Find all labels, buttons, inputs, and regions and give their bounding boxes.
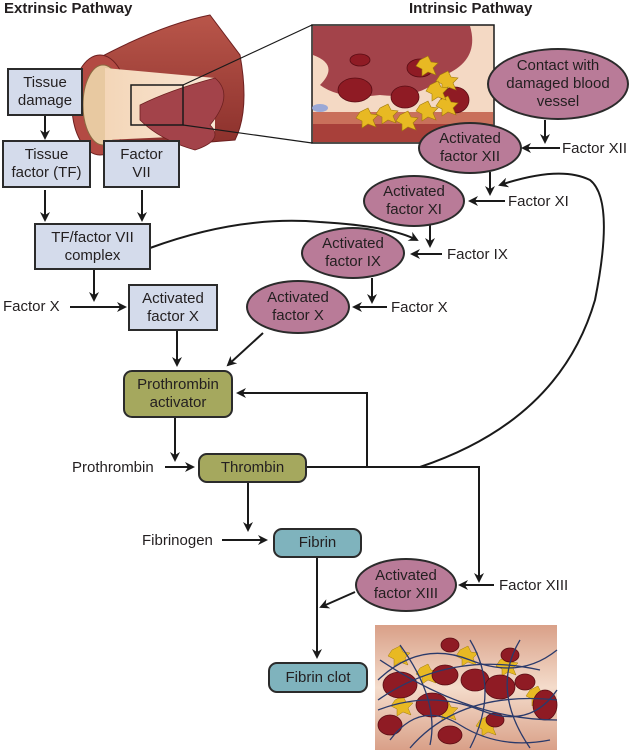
prothrombin-activator-node: Prothrombin activator (123, 370, 233, 418)
tissue-damage-node: Tissue damage (7, 68, 83, 116)
factor-x-left-label: Factor X (3, 298, 60, 315)
contact-damaged-vessel-node: Contact with damaged blood vessel (487, 48, 629, 120)
activated-factor-ix-node: Activated factor IX (301, 227, 405, 279)
activated-factor-xii-node: Activated factor XII (418, 122, 522, 174)
fibrin-clot-node: Fibrin clot (268, 662, 368, 693)
line-thrombin-to-activator (238, 392, 368, 467)
pathway-arrows (40, 116, 605, 659)
tf-factor-vii-complex-node: TF/factor VII complex (34, 223, 151, 270)
prothrombin-label: Prothrombin (72, 459, 154, 476)
platelets (355, 55, 459, 132)
line-thrombin-to-xiii (306, 466, 480, 580)
tissue-factor-node: Tissue factor (TF) (2, 140, 91, 188)
arrow-complex-to-factor-ix (149, 219, 419, 249)
factor-x-right-label: Factor X (391, 299, 448, 316)
factor-xi-label: Factor XI (508, 193, 569, 210)
fibrinogen-label: Fibrinogen (142, 532, 213, 549)
thrombin-node: Thrombin (198, 453, 307, 483)
activated-factor-xiii-node: Activated factor XIII (355, 558, 457, 612)
arrow-activated-x-to-prothrombin-activator-2 (226, 332, 264, 367)
activated-factor-xi-node: Activated factor XI (363, 175, 465, 227)
factor-vii-node: Factor VII (103, 140, 180, 188)
fibrin-node: Fibrin (273, 528, 362, 558)
blood-vessel-illustration (71, 14, 313, 156)
factor-ix-label: Factor IX (447, 246, 508, 263)
extrinsic-pathway-heading: Extrinsic Pathway (4, 0, 133, 17)
arrow-xiii-to-fibrin-line (319, 591, 356, 609)
arrow-thrombin-feedback-xi (419, 172, 605, 468)
damage-inset-illustration (311, 24, 495, 144)
factor-xiii-label: Factor XIII (499, 577, 569, 594)
fibrin-clot-illustration (375, 625, 558, 750)
intrinsic-pathway-heading: Intrinsic Pathway (409, 0, 533, 17)
factor-xii-label: Factor XII (562, 140, 628, 157)
activated-factor-x-intrinsic-node: Activated factor X (246, 280, 350, 334)
activated-factor-x-extrinsic-node: Activated factor X (128, 284, 218, 331)
